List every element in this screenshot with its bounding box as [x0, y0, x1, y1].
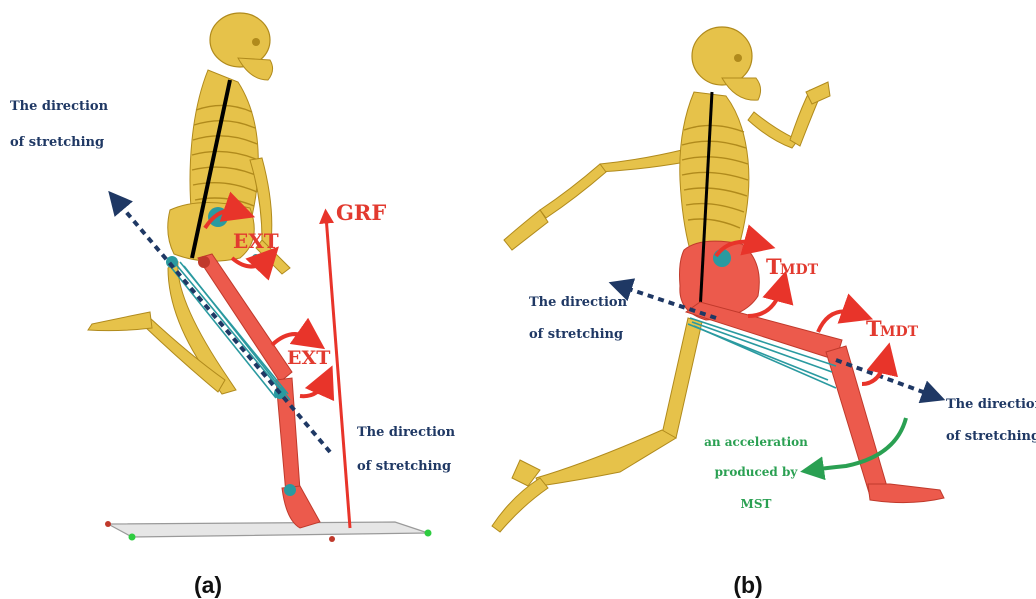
caption-a: (a) [194, 572, 222, 598]
stretch-label-left-line1: The direction [529, 295, 628, 310]
arms-skeleton-b [504, 82, 830, 250]
panel-b: The direction of stretching The directio… [492, 27, 1036, 598]
skull-a [210, 13, 273, 80]
stretch-label-right-line1: The direction [946, 397, 1036, 412]
panel-a: The direction of stretching The directio… [10, 13, 456, 598]
tmdt-knee-sub: MDT [880, 324, 919, 340]
ext-hip-label: EXT [233, 229, 279, 253]
accel-label-line2: produced by [715, 465, 799, 479]
rear-leg-skeleton-b [492, 318, 702, 532]
tmdt-hip-sub: MDT [780, 262, 819, 278]
grf-label: GRF [336, 200, 386, 225]
tmdt-hip-label: T MDT [766, 254, 819, 279]
ext-knee-label: EXT [287, 347, 330, 369]
tmdt-knee-label: T MDT [866, 316, 919, 341]
stretch-label-lower-line1: The direction [357, 425, 456, 440]
caption-b: (b) [733, 572, 762, 598]
stretch-label-lower-line2: of stretching [357, 459, 451, 474]
ground-plate [105, 521, 432, 542]
stretch-label-right-line2: of stretching [946, 429, 1036, 444]
grf-arrow [326, 216, 350, 528]
stretch-label-upper-line1: The direction [10, 99, 109, 114]
stretch-label-upper-line2: of stretching [10, 135, 104, 150]
stretch-label-left-line2: of stretching [529, 327, 623, 342]
skull-b [692, 27, 761, 100]
torso-skeleton-b [680, 92, 749, 250]
accel-label-line1: an acceleration [704, 435, 808, 449]
accel-label-line3: MST [741, 497, 772, 511]
